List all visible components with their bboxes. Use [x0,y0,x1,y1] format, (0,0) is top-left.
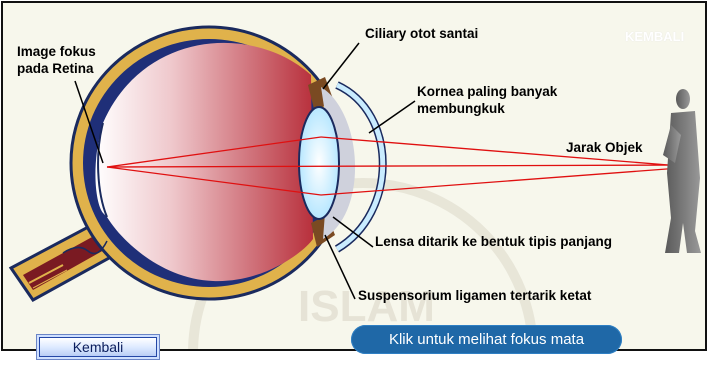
label-image-focus-line2: pada Retina [17,60,96,77]
label-cornea: Kornea paling banyak membungkuk [417,83,557,117]
eye-illustration [3,3,707,351]
label-cornea-line2: membungkuk [417,100,557,117]
lens [299,107,339,219]
view-eye-focus-button[interactable]: Klik untuk melihat fokus mata [351,325,622,354]
label-ciliary: Ciliary otot santai [365,25,478,42]
label-lens: Lensa ditarik ke bentuk tipis panjang [375,233,612,250]
label-image-focus-line1: Image fokus [17,43,96,60]
label-image-focus: Image fokus pada Retina [17,43,96,77]
object-person [663,89,701,253]
back-button[interactable]: Kembali [36,334,160,360]
label-suspensory-ligament: Suspensorium ligamen tertarik ketat [358,287,591,304]
back-button-label: Kembali [39,337,157,357]
top-back-link[interactable]: KEMBALI [625,29,684,44]
label-object-distance: Jarak Objek [566,139,643,156]
label-cornea-line1: Kornea paling banyak [417,83,557,100]
diagram-frame: ISLAM [1,1,707,351]
